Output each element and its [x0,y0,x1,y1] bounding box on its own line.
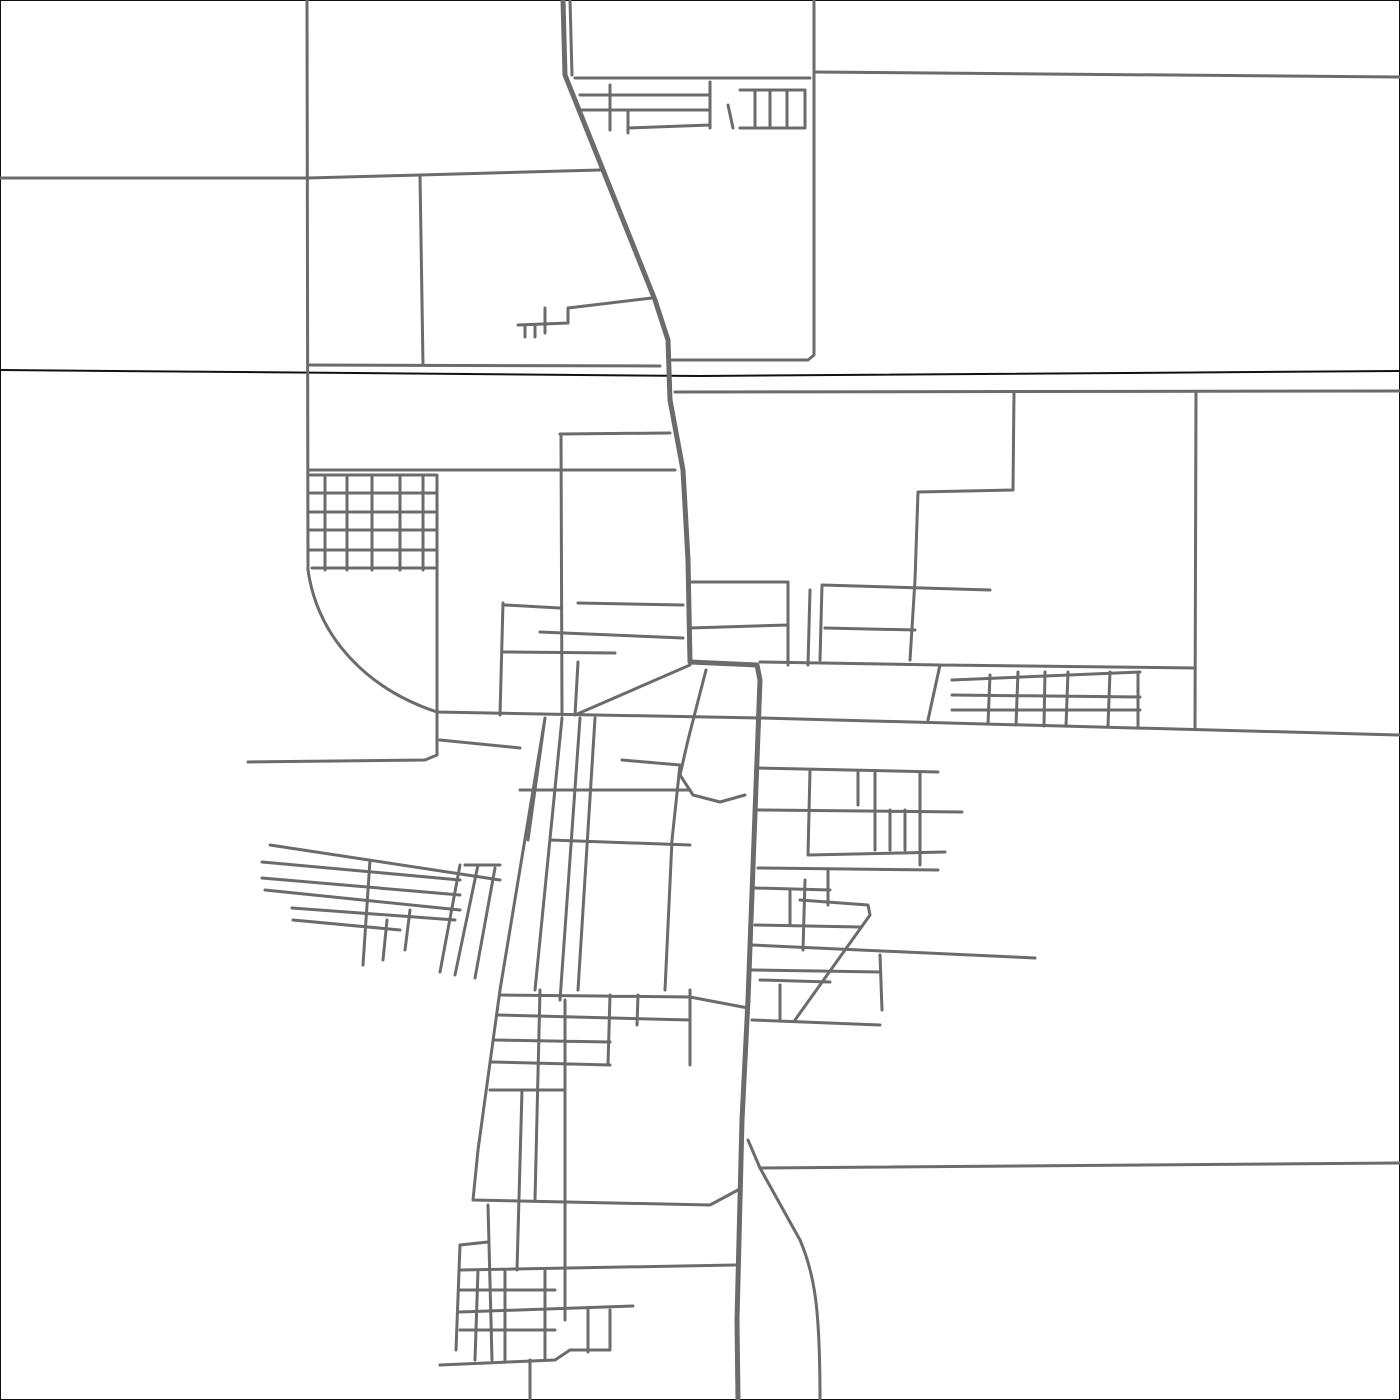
road [305,0,310,572]
road [573,660,747,804]
road [756,766,964,872]
road [246,473,439,764]
road [306,363,662,368]
road [812,70,1400,79]
road [688,580,992,667]
road [488,988,750,1322]
road [260,843,502,980]
road [750,868,1037,1027]
road [1193,390,1198,730]
road [438,1203,737,1400]
road [418,173,425,367]
road [306,568,1400,737]
road [498,601,685,717]
road [746,1138,1400,1400]
road [498,716,692,1002]
road [670,0,816,362]
road [568,0,574,77]
road [438,738,522,750]
railway-line [0,369,1400,378]
road [471,988,740,1207]
road [926,663,1197,730]
road [0,168,602,180]
road [908,390,1016,662]
road [673,389,1400,394]
highway-segment [560,0,763,1400]
road [516,296,654,339]
road [558,431,672,717]
road [578,80,807,135]
main-highway [560,0,763,1400]
